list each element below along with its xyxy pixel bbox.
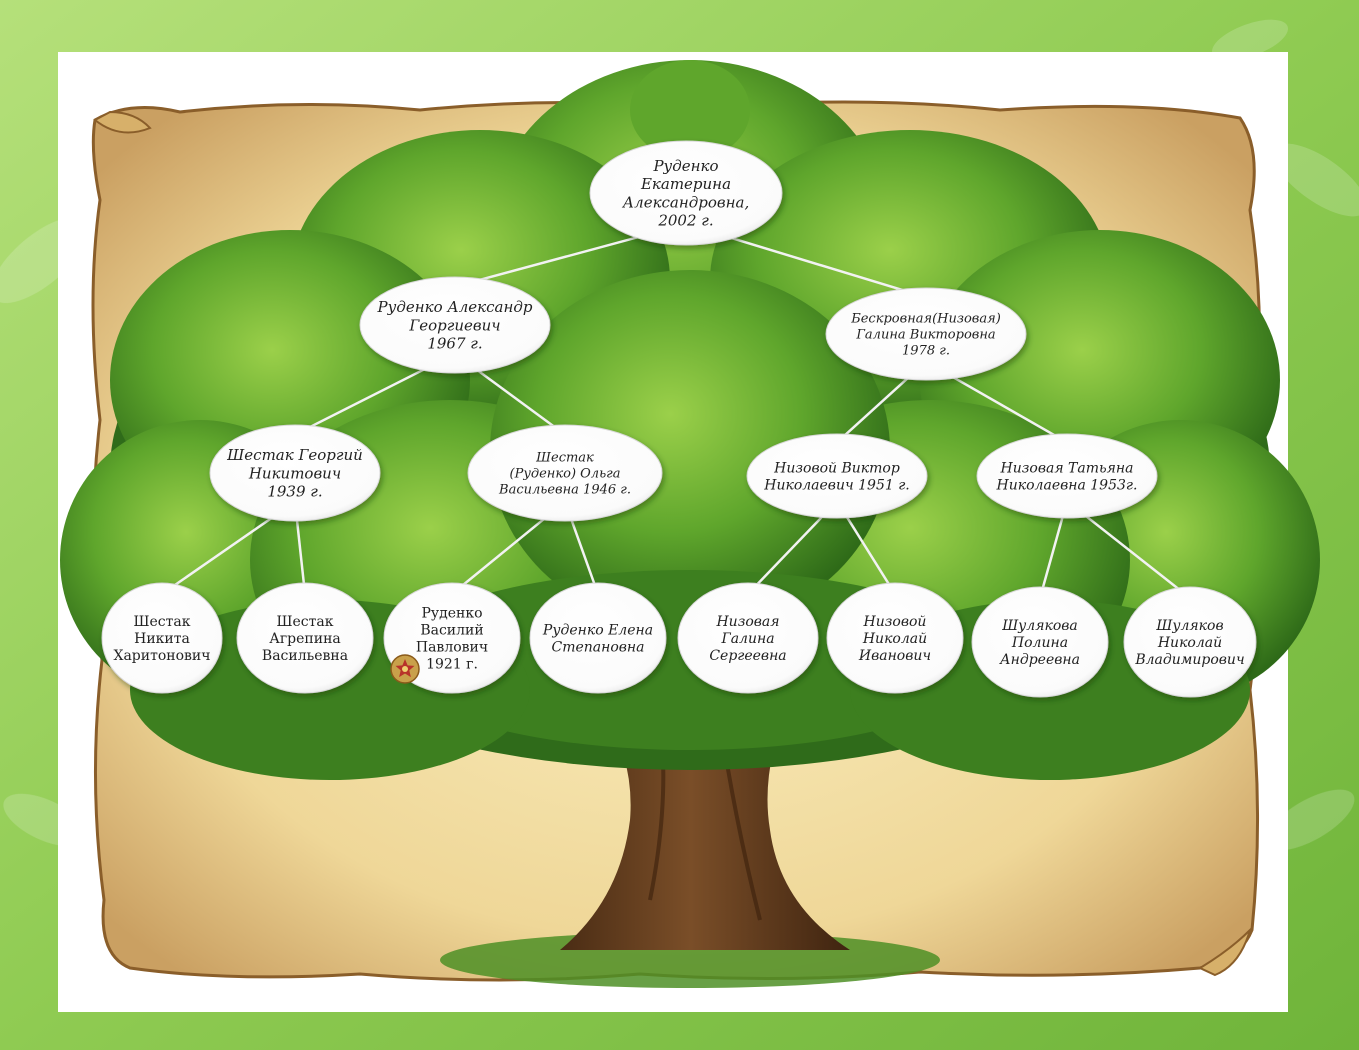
person-name-line: Павлович — [416, 639, 488, 655]
person-name-line: Васильевна — [262, 648, 348, 664]
person-name-line: Бескровная(Низовая) — [850, 312, 1001, 327]
person-name-line: Николай — [862, 631, 927, 647]
person-name-line: Васильевна 1946 г. — [498, 482, 631, 497]
person-oval — [976, 433, 1158, 519]
person-name-line: Владимирович — [1134, 652, 1244, 668]
person-node-p3: Бескровная(Низовая)Галина Викторовна1978… — [825, 287, 1027, 381]
person-name-line: Галина Викторовна — [855, 328, 995, 343]
person-name-line: Руденко Александр — [377, 298, 533, 316]
person-name-line: Николаевна 1953г. — [996, 477, 1138, 493]
person-name-line: Руденко — [652, 157, 718, 175]
person-oval — [825, 287, 1027, 381]
scroll-curl-top — [93, 110, 152, 134]
person-name-line: Агрепина — [269, 631, 341, 647]
person-name-line: (Руденко) Ольга — [510, 467, 621, 482]
person-name-line: Шестак — [535, 451, 594, 466]
person-name-line: 1978 г. — [902, 343, 950, 358]
person-oval — [971, 586, 1109, 698]
person-name-line: Андреевна — [999, 652, 1080, 668]
scroll-curl-bottom — [1197, 926, 1253, 977]
person-oval — [236, 582, 374, 694]
person-oval — [529, 582, 667, 694]
person-name-line: Шулякова — [1001, 618, 1078, 634]
order-medal-icon — [390, 654, 420, 684]
person-name-line: Руденко Елена — [542, 622, 653, 638]
person-oval — [209, 424, 381, 522]
person-name-line: Александровна, — [622, 193, 749, 211]
person-oval — [359, 276, 551, 374]
person-name-line: 1921 г. — [426, 657, 478, 673]
person-name-line: 1967 г. — [427, 335, 482, 353]
person-name-line: Шуляков — [1155, 618, 1223, 634]
person-name-line: Шестак — [134, 614, 191, 630]
person-name-line: Никитович — [248, 464, 341, 482]
person-oval — [589, 140, 783, 246]
person-oval — [826, 582, 964, 694]
person-name-line: Низовая — [715, 614, 779, 630]
person-oval — [101, 582, 223, 694]
person-oval — [677, 582, 819, 694]
person-name-line: Николай — [1157, 635, 1222, 651]
person-name-line: Галина — [720, 631, 774, 647]
person-name-line: Георгиевич — [408, 316, 500, 334]
person-name-line: Шестак — [277, 614, 334, 630]
person-name-line: Иванович — [858, 648, 931, 664]
person-name-line: Степановна — [551, 639, 644, 655]
person-name-line: Василий — [420, 622, 483, 638]
person-name-line: Низовая Татьяна — [1000, 460, 1134, 476]
person-oval — [467, 424, 663, 522]
person-name-line: 2002 г. — [657, 212, 713, 230]
person-name-line: Руденко — [421, 605, 482, 621]
person-oval — [1123, 586, 1257, 698]
person-name-line: Полина — [1011, 635, 1068, 651]
person-oval — [746, 433, 928, 519]
person-name-line: Харитонович — [113, 648, 210, 664]
person-name-line: Николаевич 1951 г. — [763, 477, 910, 493]
person-name-line: 1939 г. — [267, 483, 322, 501]
person-name-line: Сергеевна — [709, 648, 786, 664]
person-name-line: Никита — [134, 631, 190, 647]
person-name-line: Низовой Виктор — [773, 460, 900, 476]
person-name-line: Шестак Георгий — [226, 446, 363, 464]
person-name-line: Низовой — [863, 614, 927, 630]
person-name-line: Екатерина — [640, 175, 731, 193]
